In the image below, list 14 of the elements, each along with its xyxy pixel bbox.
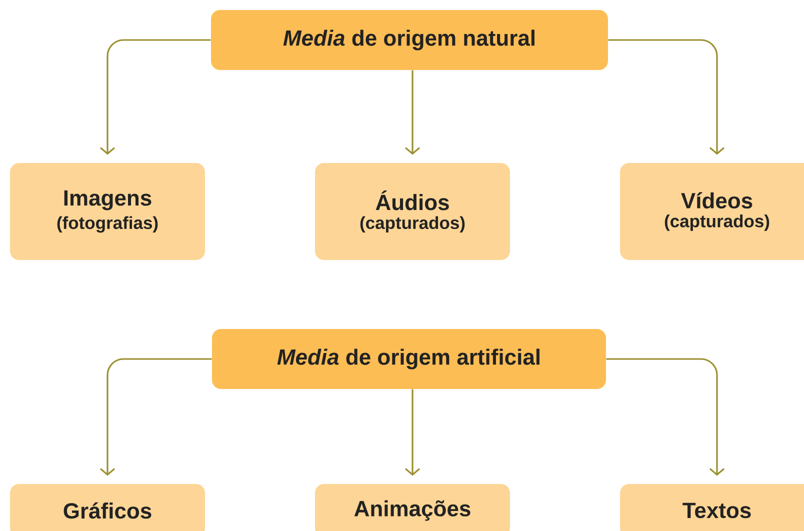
category-box: Imagens (fotografias) xyxy=(10,163,205,260)
arrow xyxy=(606,358,725,476)
arrow xyxy=(404,389,420,476)
heading-box: Media de origem natural xyxy=(211,10,608,70)
heading-box: Media de origem artificial xyxy=(212,329,606,389)
category-box: Animações xyxy=(315,484,510,531)
arrow xyxy=(404,70,420,155)
arrow xyxy=(608,39,725,155)
category-box: Vídeos (capturados) xyxy=(620,163,804,260)
category-box: Textos xyxy=(620,484,804,531)
arrow xyxy=(100,39,211,155)
category-box: Áudios (capturados) xyxy=(315,163,510,260)
category-box: Gráficos xyxy=(10,484,205,531)
arrow xyxy=(100,358,212,476)
